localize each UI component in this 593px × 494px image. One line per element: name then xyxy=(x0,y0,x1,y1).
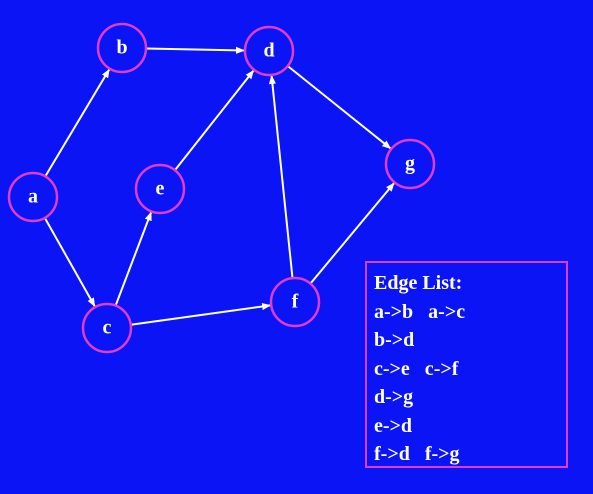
node-c: c xyxy=(81,302,133,354)
node-label: b xyxy=(116,37,127,59)
node-label: g xyxy=(405,153,415,175)
node-circle xyxy=(7,171,59,223)
node-label: c xyxy=(103,317,112,339)
node-g: g xyxy=(384,138,436,190)
node-circle xyxy=(384,138,436,190)
edge-f-d xyxy=(268,75,294,279)
edge-list-line: a->b a->c xyxy=(374,300,466,323)
edge-list-line: b->d xyxy=(374,329,415,351)
node-a: a xyxy=(7,171,59,223)
edge-a-b xyxy=(44,68,111,177)
edge-list-line: f->d f->g xyxy=(374,443,460,465)
nodes: a b c d e f g xyxy=(7,22,436,354)
node-circle xyxy=(243,25,295,77)
edge-list-line: c->e c->f xyxy=(374,357,459,380)
edge-e-d xyxy=(174,69,255,171)
edges xyxy=(43,46,395,326)
edge-f-g xyxy=(309,182,395,285)
node-circle xyxy=(269,276,321,328)
node-label: e xyxy=(156,178,165,200)
edge-b-d xyxy=(145,46,245,54)
node-circle xyxy=(134,163,186,215)
edge-c-f xyxy=(130,302,272,326)
node-b: b xyxy=(96,22,148,74)
edge-list-line: d->g xyxy=(374,386,414,408)
edge-list-line: e->d xyxy=(374,414,413,437)
node-f: f xyxy=(269,276,321,328)
node-circle xyxy=(96,22,148,74)
edge-a-c xyxy=(43,217,96,307)
node-e: e xyxy=(134,163,186,215)
node-label: f xyxy=(292,291,299,313)
node-label: d xyxy=(263,40,274,62)
edge-list-box: Edge List: a->b a->c b->d c->e c->f d->g… xyxy=(365,261,568,468)
edge-c-e xyxy=(114,211,153,306)
node-circle xyxy=(81,302,133,354)
node-label: a xyxy=(28,186,38,208)
node-d: d xyxy=(243,25,295,77)
edge-d-g xyxy=(287,65,392,150)
edge-list-title: Edge List: xyxy=(374,272,463,294)
